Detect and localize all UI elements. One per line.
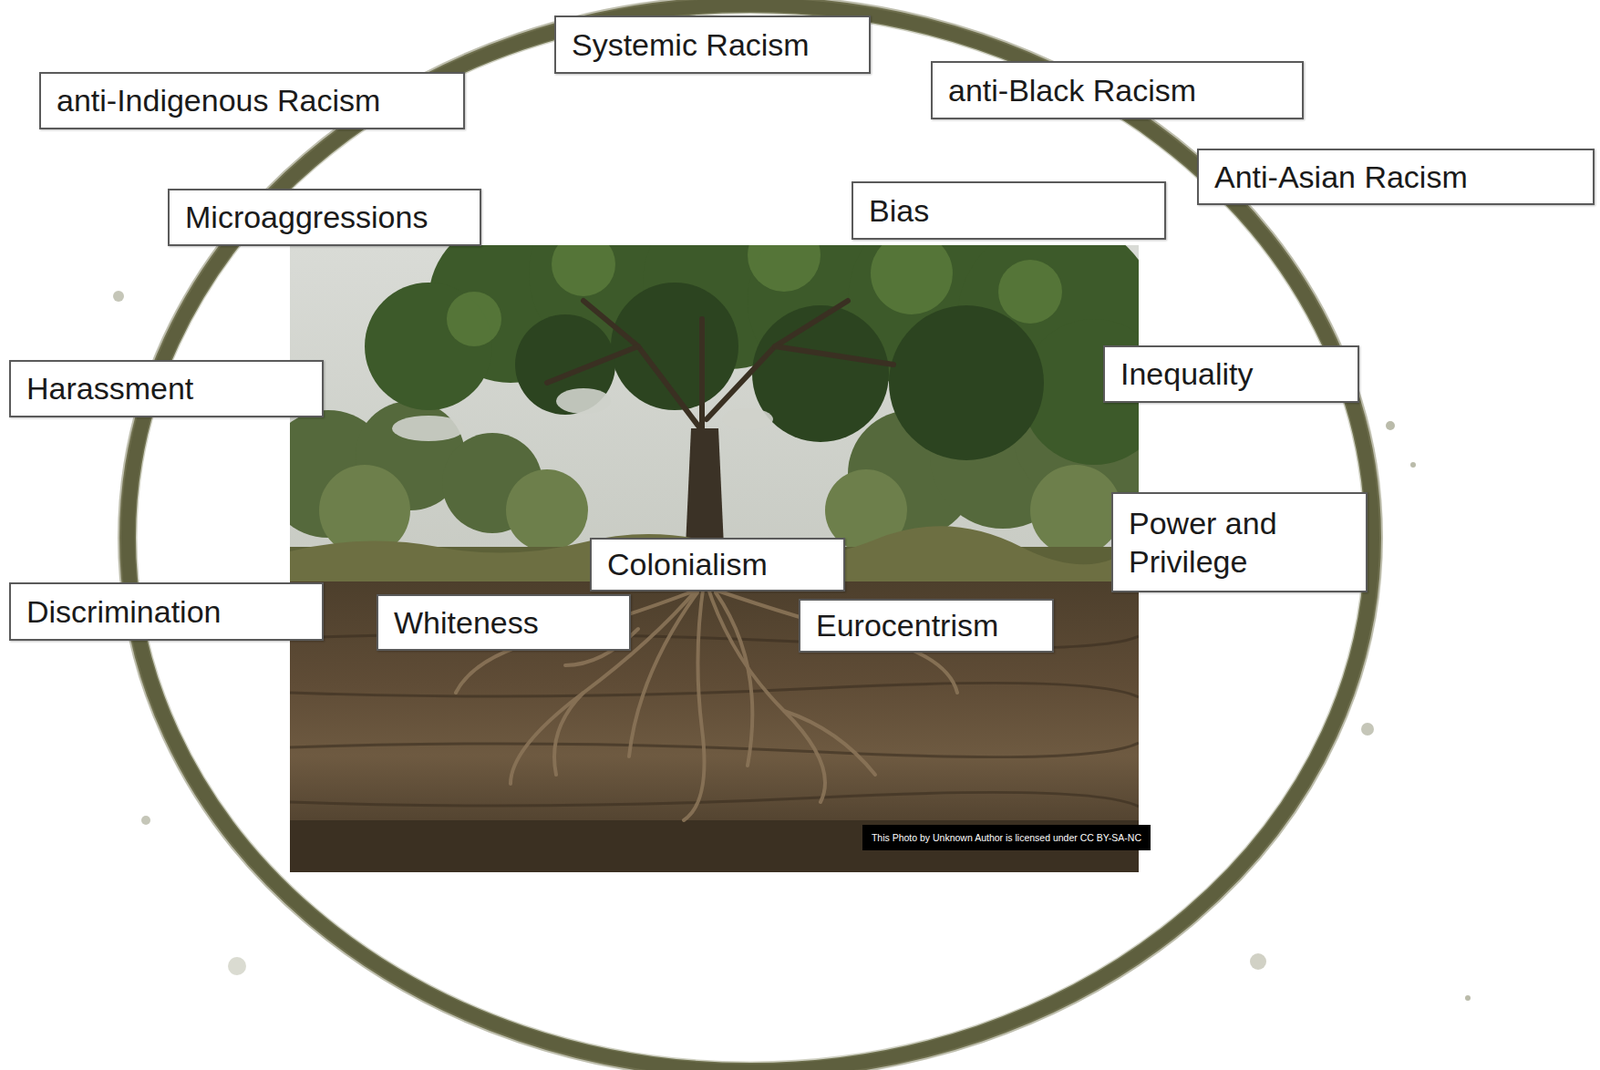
term-text: anti-Black Racism (948, 71, 1197, 111)
term-text: Eurocentrism (815, 606, 999, 646)
term-text: Anti-Asian Racism (1214, 157, 1468, 197)
term-text: anti-Indigenous Racism (56, 81, 381, 121)
term-box: anti-Indigenous Racism (39, 72, 465, 130)
term-box: Anti-Asian Racism (1197, 148, 1595, 206)
photo-credit: This Photo by Unknown Author is licensed… (862, 825, 1151, 851)
term-box: Microaggressions (167, 188, 482, 247)
term-box: Harassment (9, 360, 324, 418)
term-text: Whiteness (393, 603, 539, 643)
term-text: Discrimination (26, 592, 222, 632)
term-text: Inequality (1120, 354, 1254, 394)
term-box: Colonialism (589, 537, 846, 592)
term-box: anti-Black Racism (930, 61, 1304, 120)
term-text: Colonialism (607, 545, 768, 585)
term-box: Eurocentrism (798, 598, 1054, 653)
ring (113, 0, 1471, 1070)
term-text: Power and Privilege (1128, 504, 1353, 582)
term-box: Bias (851, 181, 1167, 240)
term-box: Inequality (1103, 345, 1360, 403)
tree-photo (289, 245, 1139, 873)
term-box: Systemic Racism (554, 15, 871, 74)
term-text: Harassment (26, 369, 194, 409)
term-box: Whiteness (376, 594, 631, 651)
term-box: Discrimination (9, 582, 324, 641)
term-box: Power and Privilege (1111, 492, 1368, 593)
term-text: Bias (868, 191, 930, 231)
term-text: Microaggressions (185, 197, 428, 238)
term-text: Systemic Racism (571, 25, 810, 65)
